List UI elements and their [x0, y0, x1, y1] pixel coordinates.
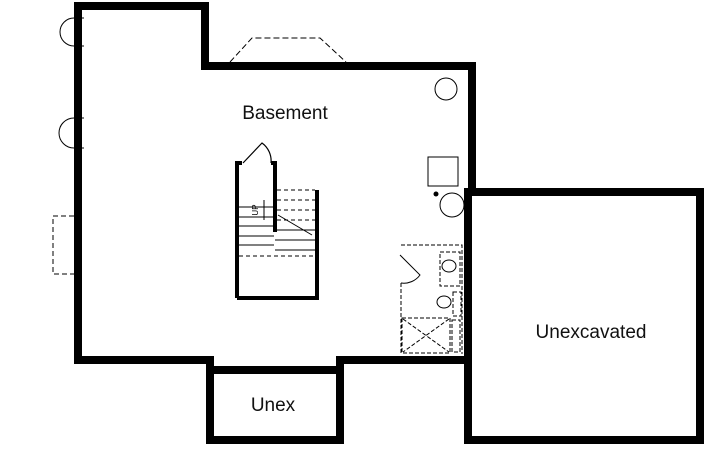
window-well — [52, 215, 76, 275]
bathroom — [400, 244, 463, 354]
tank — [439, 192, 465, 218]
window-1 — [59, 17, 75, 47]
exterior-wall — [74, 2, 704, 444]
window-2 — [58, 117, 75, 149]
room-label-basement: Basement — [242, 103, 328, 124]
water-heater — [434, 77, 458, 101]
furnace — [427, 156, 459, 187]
room-label-unexcavated: Unexcavated — [535, 322, 647, 343]
bay-window — [229, 37, 347, 63]
room-label-unex: Unex — [250, 395, 296, 416]
stairs: UP — [235, 142, 319, 300]
stairs-up-label: UP — [251, 204, 260, 215]
